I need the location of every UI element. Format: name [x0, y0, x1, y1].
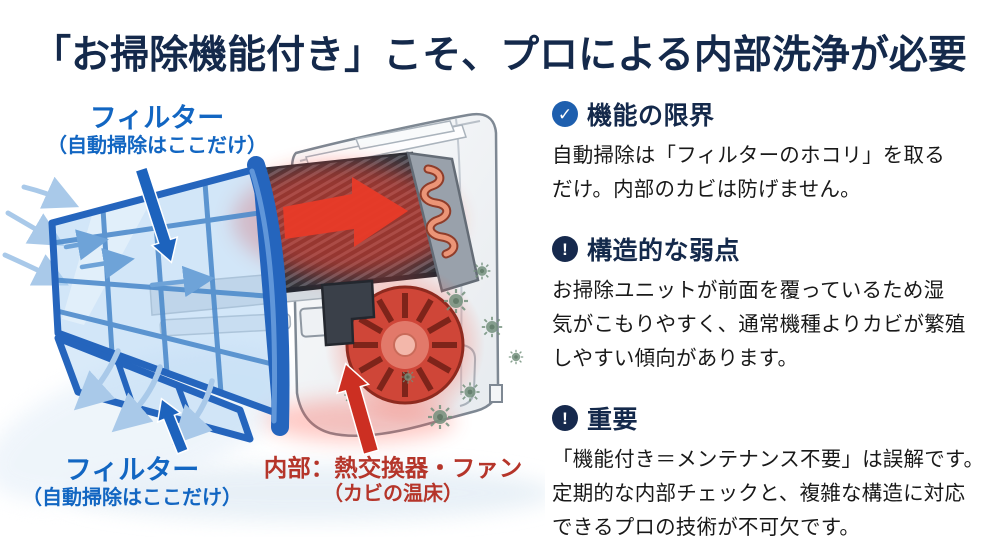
filter-label-top-subtitle: （自動掃除はここだけ） [47, 134, 267, 157]
filter-label-bottom-subtitle: （自動掃除はここだけ） [22, 486, 242, 509]
page-title: 「お掃除機能付き」こそ、プロによる内部洗浄が必要 [32, 34, 967, 77]
fan-pointer-arrow [336, 362, 380, 456]
filter-label-top-title: フィルター [89, 103, 225, 133]
filter-panel [48, 156, 290, 443]
internal-label: 内部：熱交換器・ファン （カビの温床） [254, 455, 532, 506]
section-structural-weakness: ! 構造的な弱点 お掃除ユニットが前面を覆っているため湿 気がこもりやすく、通常… [552, 231, 992, 376]
section-heading-row: ! 構造的な弱点 [552, 231, 992, 267]
alert-circle-icon: ! [552, 405, 578, 432]
alert-circle-icon: ! [552, 236, 578, 263]
check-circle-icon: ✓ [552, 101, 578, 127]
internal-label-subtitle: （カビの温床） [323, 482, 463, 505]
section-body: 自動掃除は「フィルターのホコリ」を取る だけ。内部のカビは防げません。 [552, 144, 945, 202]
section-heading-row: ! 重要 [552, 400, 992, 436]
pointer-arrows [134, 166, 380, 456]
filter-label-top: フィルター （自動掃除はここだけ） [12, 103, 302, 158]
ac-unit-illustration [0, 112, 545, 521]
internal-label-title: 内部：熱交換器・ファン [263, 455, 523, 481]
filter-frame-band [247, 156, 290, 436]
hot-airflow-arrow [283, 177, 408, 247]
section-important: ! 重要 「機能付き＝メンテナンス不要」は誤解です。 定期的な内部チェックと、複… [552, 400, 992, 537]
section-body: お掃除ユニットが前面を覆っているため湿 気がこもりやすく、通常機種よりカビが繁殖… [552, 279, 966, 371]
filter-airflow-arrows [63, 229, 215, 298]
section-heading-row: ✓ 機能の限界 [552, 96, 992, 132]
filter-pointer-arrow-bottom [156, 397, 190, 455]
info-panel: ✓ 機能の限界 自動掃除は「フィルターのホコリ」を取る だけ。内部のカビは防げま… [552, 96, 992, 537]
section-heading: 重要 [587, 406, 639, 435]
section-heading: 構造的な弱点 [587, 237, 741, 266]
filter-label-bottom-title: フィルター [64, 455, 200, 485]
fan-bracket [320, 279, 376, 347]
section-body: 「機能付き＝メンテナンス不要」は誤解です。 定期的な内部チェックと、複雑な構造に… [552, 448, 985, 537]
heat-exchanger [233, 151, 457, 294]
section-heading: 機能の限界 [587, 102, 715, 130]
airflow-arrows-out [73, 348, 215, 445]
section-function-limit: ✓ 機能の限界 自動掃除は「フィルターのホコリ」を取る だけ。内部のカビは防げま… [552, 96, 992, 207]
filter-pointer-arrow-top [134, 166, 179, 264]
filter-label-bottom: フィルター （自動掃除はここだけ） [4, 455, 260, 510]
coil-panel [406, 151, 480, 293]
blower-fan [265, 265, 485, 442]
